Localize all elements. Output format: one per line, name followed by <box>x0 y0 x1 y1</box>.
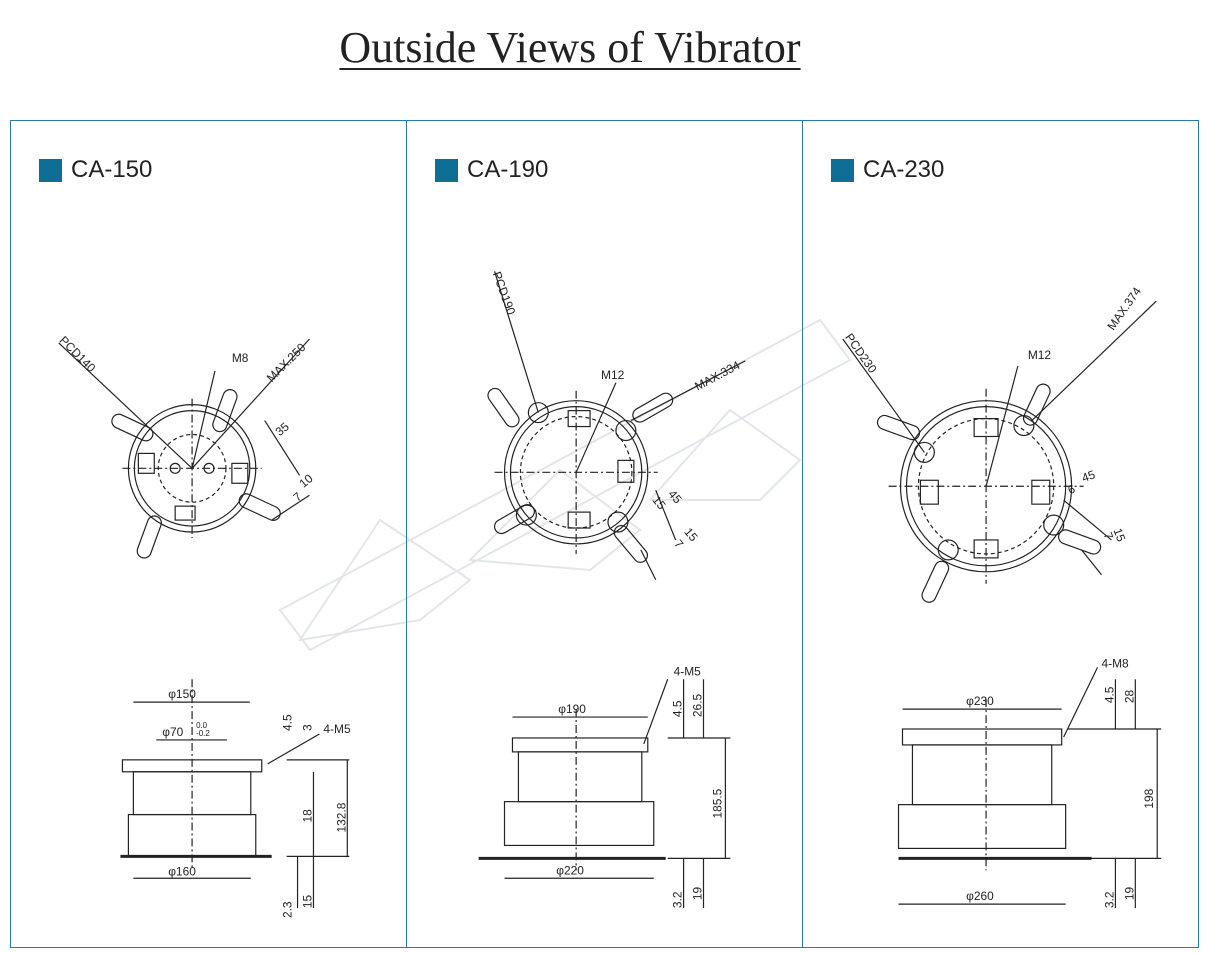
thread-label: 4-M8 <box>1101 656 1129 670</box>
side-view <box>478 679 731 909</box>
top-view <box>58 338 310 559</box>
tolerance-upper: 0.0 <box>196 721 208 730</box>
top-view-labels: PCD140 M8 MAX.250 35 10 7 <box>57 333 316 504</box>
panel-ca-230: CA-230 <box>802 121 1198 947</box>
ca-150-drawing: PCD140 M8 MAX.250 35 10 7 φ150 φ70 0.0 -… <box>57 333 351 918</box>
dim-label: 35 <box>273 419 292 438</box>
dim-label: 3.2 <box>1102 891 1116 908</box>
dim-label: 4.5 <box>671 700 685 717</box>
dim-label: 26.5 <box>691 693 705 717</box>
dim-label: 15 <box>300 894 314 908</box>
max-label: MAX.334 <box>692 358 742 394</box>
dim-label: 19 <box>1122 887 1136 901</box>
dim-label: 3.2 <box>671 891 685 908</box>
ca-190-drawing: PCD190 M12 MAX.334 45 15 15 7 φ190 4-M5 … <box>478 270 746 909</box>
dim-label: 7 <box>1101 530 1117 541</box>
side-view <box>897 667 1162 909</box>
thread-label: 4-M5 <box>674 664 702 678</box>
dim-label: 28 <box>1122 690 1136 704</box>
dim-label: 18 <box>300 809 314 823</box>
dim-label: 132.8 <box>334 802 348 832</box>
dia-top-label: φ230 <box>966 694 994 708</box>
heading-marker-icon <box>831 158 854 182</box>
dim-label: 45 <box>665 487 684 506</box>
pcd-label: PCD230 <box>842 331 880 376</box>
top-view-labels: PCD190 M12 MAX.334 45 15 15 7 <box>490 270 743 552</box>
dim-label: 4.5 <box>281 714 295 731</box>
top-view-labels: PCD230 M12 MAX.374 45 6 15 7 <box>842 284 1144 544</box>
heading-marker-icon <box>435 158 458 182</box>
side-view-labels: φ230 4-M8 4.5 28 198 3.2 19 φ260 <box>966 656 1156 908</box>
model-panels: CA-150 <box>10 120 1199 948</box>
top-view <box>842 300 1157 603</box>
panel-ca-190: CA-190 <box>406 121 802 947</box>
dim-label: 15 <box>1111 526 1129 544</box>
dia-base-label: φ260 <box>966 889 994 903</box>
max-label: MAX.250 <box>264 340 309 385</box>
screw-label: M12 <box>601 368 625 382</box>
dim-label: 198 <box>1142 788 1156 808</box>
dia-top-label: φ190 <box>558 702 586 716</box>
dim-label: 7 <box>290 489 304 504</box>
model-name: CA-190 <box>467 156 549 183</box>
heading-marker-icon <box>39 158 62 182</box>
dim-label: 7 <box>671 537 686 551</box>
model-name: CA-150 <box>71 156 153 183</box>
dim-label: 19 <box>691 887 705 901</box>
top-view <box>487 271 746 581</box>
side-view-labels: φ190 4-M5 4.5 26.5 185.5 3.2 19 φ220 <box>556 664 724 908</box>
ca-230-drawing: PCD230 M12 MAX.374 45 6 15 7 φ230 4-M8 4… <box>842 284 1162 909</box>
screw-label: M12 <box>1028 348 1052 362</box>
thread-label: 4-M5 <box>323 722 351 736</box>
model-name: CA-230 <box>863 156 945 183</box>
max-label: MAX.374 <box>1104 284 1144 333</box>
dia-base-label: φ220 <box>556 863 584 877</box>
side-view-labels: φ150 φ70 0.0 -0.2 4-M5 4.5 3 18 132.8 2.… <box>162 687 351 918</box>
page-title: Outside Views of Vibrator <box>339 23 801 72</box>
dim-label: 4.5 <box>1102 686 1116 703</box>
dim-label: 2.3 <box>281 901 295 918</box>
dim-label: 3 <box>300 724 314 731</box>
model-heading: CA-150 <box>39 156 153 183</box>
dim-label: 185.5 <box>710 788 724 818</box>
pcd-label: PCD190 <box>490 270 519 317</box>
dim-label: 45 <box>1080 467 1098 485</box>
side-view <box>120 679 350 909</box>
dia-top-label: φ150 <box>168 687 196 701</box>
pcd-label: PCD140 <box>57 333 99 375</box>
screw-label: M8 <box>232 351 249 365</box>
model-heading: CA-230 <box>831 156 945 183</box>
dia-base-label: φ160 <box>168 864 196 878</box>
model-heading: CA-190 <box>435 156 549 183</box>
dia-mid-label: φ70 <box>162 725 183 739</box>
dim-label: 6 <box>1066 481 1077 497</box>
tolerance-lower: -0.2 <box>196 729 210 738</box>
panel-ca-150: CA-150 <box>11 121 406 947</box>
